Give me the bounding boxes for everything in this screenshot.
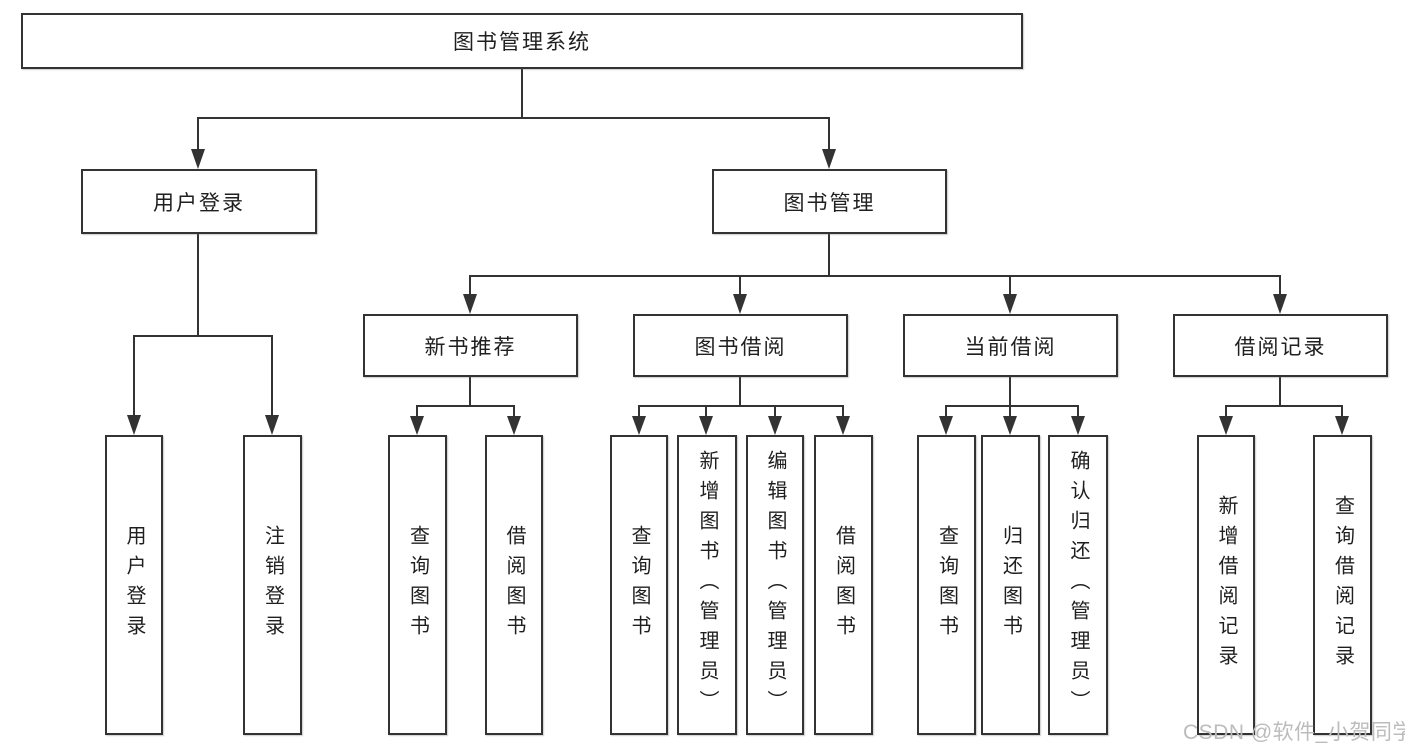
leaf-bb-borrow-books: 借阅图书 xyxy=(814,435,873,735)
leaf-bb-borrow-books-label: 借阅图书 xyxy=(832,525,855,645)
leaf-cb-query-books-label: 查询图书 xyxy=(935,525,958,645)
node-root-label: 图书管理系统 xyxy=(453,31,591,54)
node-user-login-label: 用户登录 xyxy=(153,191,245,215)
node-book-management: 图书管理 xyxy=(712,169,947,234)
node-book-management-label: 图书管理 xyxy=(783,191,876,215)
node-borrowing-records: 借阅记录 xyxy=(1173,314,1388,377)
node-current-borrowing-label: 当前借阅 xyxy=(964,335,1057,359)
leaf-cb-return-books-label: 归还图书 xyxy=(999,525,1022,645)
leaf-logout: 注销登录 xyxy=(243,435,302,735)
node-book-borrowing: 图书借阅 xyxy=(633,314,848,377)
leaf-bb-add-books-admin: 新增图书（管理员） xyxy=(677,435,737,735)
leaf-br-add-record-label: 新增借阅记录 xyxy=(1215,495,1237,675)
leaf-user-login: 用户登录 xyxy=(105,435,163,735)
csdn-watermark: CSDN @软件_小贺同学 xyxy=(1183,721,1405,744)
node-book-borrowing-label: 图书借阅 xyxy=(694,335,787,359)
leaf-br-query-record-label: 查询借阅记录 xyxy=(1331,495,1354,675)
leaf-cb-query-books: 查询图书 xyxy=(917,435,976,735)
leaf-nb-query-books: 查询图书 xyxy=(388,435,447,735)
node-borrowing-records-label: 借阅记录 xyxy=(1234,335,1327,359)
leaf-cb-return-books: 归还图书 xyxy=(981,435,1040,735)
leaf-logout-label: 注销登录 xyxy=(261,525,284,645)
leaf-br-query-record: 查询借阅记录 xyxy=(1313,435,1372,735)
leaf-user-login-label: 用户登录 xyxy=(123,525,145,645)
node-new-book-recommend-label: 新书推荐 xyxy=(424,335,517,359)
leaf-bb-edit-books-admin: 编辑图书（管理员） xyxy=(746,435,804,735)
leaf-bb-query-books: 查询图书 xyxy=(610,435,668,735)
leaf-nb-borrow-books-label: 借阅图书 xyxy=(503,525,525,645)
leaf-br-add-record: 新增借阅记录 xyxy=(1197,435,1255,735)
leaf-bb-edit-books-admin-label: 编辑图书（管理员） xyxy=(764,450,786,720)
leaf-bb-query-books-label: 查询图书 xyxy=(628,525,650,645)
node-current-borrowing: 当前借阅 xyxy=(903,314,1118,377)
leaf-cb-confirm-return-admin-label: 确认归还（管理员） xyxy=(1067,450,1089,720)
leaf-bb-add-books-admin-label: 新增图书（管理员） xyxy=(696,450,718,720)
leaf-nb-borrow-books: 借阅图书 xyxy=(485,435,543,735)
leaf-cb-confirm-return-admin: 确认归还（管理员） xyxy=(1048,435,1108,735)
node-new-book-recommend: 新书推荐 xyxy=(363,314,578,377)
node-root: 图书管理系统 xyxy=(21,13,1023,69)
leaf-nb-query-books-label: 查询图书 xyxy=(406,525,429,645)
node-user-login: 用户登录 xyxy=(81,169,317,234)
